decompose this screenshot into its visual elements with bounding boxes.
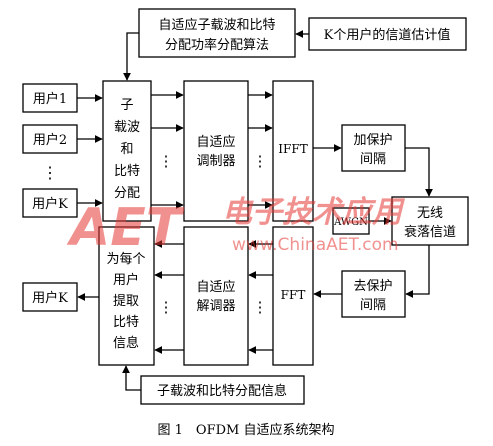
- svg-text:自适应: 自适应: [196, 279, 235, 295]
- user1-label: 用户1: [33, 91, 67, 107]
- algorithm-line-2: 分配功率分配算法: [165, 37, 269, 53]
- watermark: AET 电子技术应用 www.ChinaAET.com: [66, 195, 406, 258]
- svg-text:子: 子: [120, 98, 133, 113]
- svg-text:自适应: 自适应: [196, 134, 235, 150]
- remove-guard-box: 去保护 间隔: [341, 270, 406, 318]
- figure-caption: 图 1 OFDM 自适应系统架构: [158, 422, 335, 438]
- svg-text:间隔: 间隔: [360, 152, 386, 167]
- vdots-2: ⋮: [253, 152, 268, 170]
- algorithm-box: 自适应子载波和比特 分配功率分配算法: [138, 8, 296, 58]
- vdots-1: ⋮: [159, 152, 174, 170]
- userK-tx-box: 用户K: [22, 188, 78, 218]
- svg-text:解调器: 解调器: [196, 299, 235, 314]
- user-ellipsis: ⋮: [42, 163, 58, 182]
- userK-tx-label: 用户K: [32, 196, 68, 212]
- svg-text:比特: 比特: [113, 315, 139, 330]
- svg-text:载波: 载波: [114, 120, 140, 135]
- alloc-info-box: 子载波和比特分配信息: [140, 375, 305, 405]
- svg-text:调制器: 调制器: [196, 154, 235, 169]
- channel-estimate-box: K个用户的信道估计值: [308, 17, 467, 51]
- svg-text:加保护: 加保护: [353, 133, 392, 148]
- ifft-box: IFFT: [272, 80, 314, 222]
- user1-box: 用户1: [22, 83, 78, 113]
- connectors: [77, 30, 433, 391]
- extract-bits-box: 为每个 用户 提取 比特 信息: [98, 226, 155, 366]
- fft-box: FFT: [272, 226, 314, 366]
- userK-rx-label: 用户K: [32, 290, 68, 306]
- subcarrier-alloc-box: 子 载波 和 比特 分配: [102, 80, 152, 222]
- svg-text:去保护: 去保护: [353, 279, 392, 294]
- watermark-url: www.ChinaAET.com: [232, 235, 399, 255]
- watermark-chinese: 电子技术应用: [222, 195, 406, 230]
- svg-text:用户: 用户: [113, 272, 139, 288]
- svg-text:间隔: 间隔: [360, 298, 386, 313]
- user2-box: 用户2: [22, 124, 78, 154]
- svg-text:IFFT: IFFT: [278, 142, 307, 156]
- svg-text:AWGN: AWGN: [333, 217, 368, 228]
- watermark-logo: AET: [66, 198, 185, 258]
- channel-estimate-label: K个用户的信道估计值: [324, 27, 451, 43]
- wireless-channel-box: 无线 衰落信道: [391, 196, 469, 246]
- svg-text:分配: 分配: [114, 186, 140, 201]
- svg-text:FFT: FFT: [281, 288, 306, 302]
- user2-label: 用户2: [33, 132, 67, 148]
- vdots-3: ⋮: [159, 298, 174, 316]
- algorithm-line-1: 自适应子载波和比特: [158, 17, 275, 33]
- vdots-4: ⋮: [253, 298, 268, 316]
- userK-rx-box: 用户K: [22, 282, 78, 312]
- svg-text:子载波和比特分配信息: 子载波和比特分配信息: [157, 383, 287, 399]
- awgn-box: AWGN: [332, 207, 370, 235]
- adaptive-demodulator-box: 自适应 解调器: [183, 226, 249, 366]
- add-guard-box: 加保护 间隔: [341, 124, 406, 172]
- svg-text:为每个: 为每个: [106, 251, 145, 267]
- adaptive-modulator-box: 自适应 调制器: [183, 80, 249, 222]
- svg-text:无线: 无线: [417, 206, 443, 221]
- svg-text:比特: 比特: [114, 164, 140, 179]
- svg-text:和: 和: [120, 142, 133, 157]
- svg-text:提取: 提取: [113, 293, 139, 309]
- svg-text:信息: 信息: [113, 335, 139, 351]
- svg-text:衰落信道: 衰落信道: [404, 224, 456, 240]
